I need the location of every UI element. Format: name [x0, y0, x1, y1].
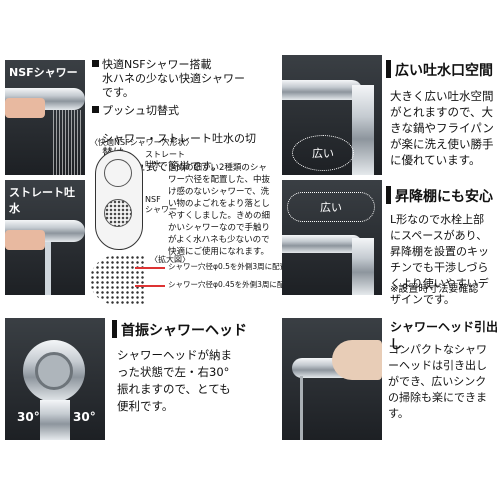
hose-image	[300, 376, 303, 440]
pull-out-body: コンパクトなシャワーヘッドは引き出しができ、広いシンクの掃除も楽にできます。	[388, 343, 487, 420]
swivel-body: シャワーヘッドが納まった状態で左・右30°振れますので、とても便利です。	[117, 348, 232, 413]
nsf-description: きめの細かい2種類のシャワー穴径を配置した、中抜け感のないシャワーで、洗い物のよ…	[168, 163, 271, 257]
straight-flow-photo: ストレート吐水	[5, 180, 85, 295]
zoom-arrow-1	[135, 267, 165, 269]
straight-outlet-label: ストレート 吐水	[145, 150, 185, 169]
water-stream-image	[45, 242, 51, 295]
nsf-shower-label: NSFシャワー	[9, 66, 78, 79]
lift-cabinet-note: ※設置時寸法要確認	[390, 284, 479, 295]
nsf-outlet-image	[104, 199, 132, 227]
water-spray-image	[53, 110, 81, 175]
faucet-body-image	[40, 400, 70, 440]
faucet-image	[282, 235, 362, 253]
nozzle-image	[35, 352, 73, 390]
nsf-shower-photo: NSFシャワー	[5, 60, 85, 175]
bullet-title: プッシュ切替式	[102, 104, 179, 117]
copper-head-image	[5, 98, 45, 118]
faucet-image	[282, 80, 362, 100]
zoom-arrow-2	[135, 285, 165, 287]
nsf-outlet-label: NSF シャワー	[145, 195, 177, 214]
feature-bullet-nsf: 快適NSFシャワー搭載 水ハネの少ない快適シャワーです。	[92, 58, 252, 100]
heading-bar	[112, 320, 117, 338]
hand-image	[332, 340, 382, 380]
bullet-body: 水ハネの少ない快適シャワーです。	[102, 72, 245, 99]
angle-right-label: 30°	[73, 410, 96, 424]
zoom-note-1: シャワー穴径φ0.5を外側3周に配置	[168, 262, 288, 271]
bullet-title: 快適NSFシャワー搭載	[102, 58, 212, 71]
swivel-heading: 首振シャワーヘッド	[121, 323, 247, 339]
bullet-square-icon	[92, 106, 99, 113]
faucet-body-image	[352, 85, 374, 175]
angle-left-label: 30°	[17, 410, 40, 424]
heading-bar	[386, 60, 391, 78]
wide-spout-heading: 広い吐水口空間	[395, 63, 493, 79]
straight-outlet-image	[104, 159, 132, 187]
heading-bar	[386, 186, 391, 204]
zoom-title: 〈拡大図〉	[150, 255, 190, 264]
pull-out-heading: シャワーヘッド引出し	[390, 320, 499, 351]
faucet-body-image	[352, 238, 374, 295]
space-bubble: 広い	[287, 192, 375, 222]
space-bubble: 広い	[292, 135, 354, 171]
straight-flow-label: ストレート吐水	[9, 186, 75, 215]
zoom-diagram	[90, 255, 145, 305]
copper-head-image	[5, 230, 45, 250]
wide-spout-photo: 広い	[282, 55, 382, 175]
lift-cabinet-body: L形なので水栓上部にスペースがあり、昇降棚を設置のキッチンでも干渉しづらくより使…	[390, 213, 489, 306]
swivel-head-photo: 30° 30°	[5, 318, 105, 440]
pull-out-photo	[282, 318, 382, 440]
wide-spout-body: 大きく広い吐水空間がとれますので、大きな鍋やフライパンが楽に洗え使い勝手に優れて…	[390, 89, 494, 167]
bullet-square-icon	[92, 60, 99, 67]
lift-cabinet-heading: 昇降棚にも安心	[395, 189, 493, 205]
zoom-note-2: シャワー穴径φ0.45を外側3周に配置	[168, 280, 292, 289]
cabinet-photo: 広い	[282, 180, 382, 295]
diagram-title: 〈快適NSFシャワー穴形状〉	[90, 138, 194, 147]
shower-hole-diagram	[95, 150, 143, 250]
